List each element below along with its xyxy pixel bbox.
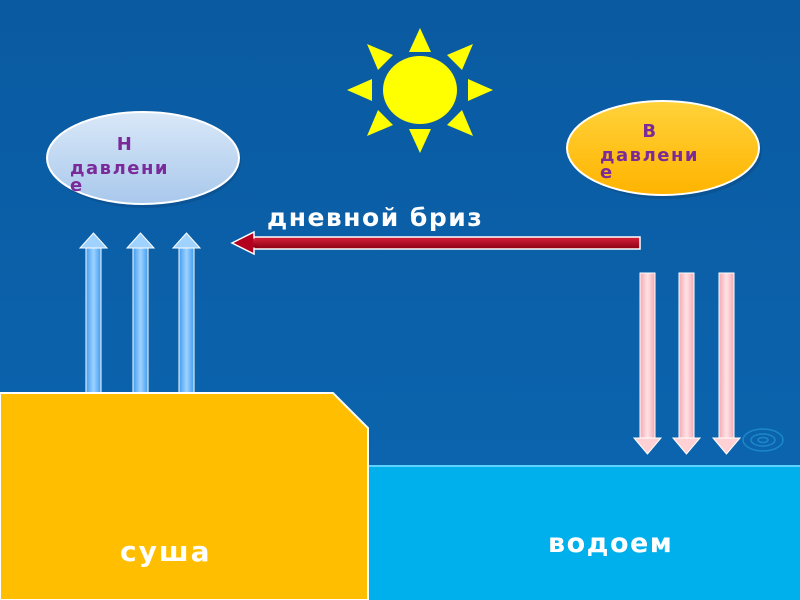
sinking-arrow: [711, 272, 742, 455]
low-pressure-word-end: е: [70, 175, 84, 196]
breeze-arrow: [230, 230, 641, 256]
high-pressure-word: давлени: [600, 145, 700, 166]
high-pressure-word-end: е: [600, 162, 614, 183]
low-pressure-letter: Н: [116, 134, 134, 155]
sun-icon: [347, 28, 493, 153]
low-pressure-word: давлени: [70, 158, 170, 179]
sinking-arrow: [632, 272, 663, 455]
high-pressure-letter: В: [642, 121, 658, 142]
rising-air-arrows: [78, 232, 202, 408]
rising-arrow: [78, 232, 109, 408]
high-pressure-ellipse: [566, 100, 762, 199]
low-pressure-label: Н давлени е: [70, 133, 190, 198]
rising-arrow: [171, 232, 202, 408]
high-pressure-label: В давлени е: [600, 120, 720, 185]
breeze-label: дневной бриз: [267, 203, 484, 232]
sinking-arrow: [671, 272, 702, 455]
water-label: водоем: [548, 528, 674, 559]
rising-arrow: [125, 232, 156, 408]
land-block: [0, 392, 369, 600]
sinking-air-arrows: [632, 272, 742, 455]
water-body: [366, 466, 800, 600]
low-pressure-ellipse: [46, 111, 241, 208]
land-label: суша: [120, 535, 212, 568]
water-ripple-icon: [742, 428, 784, 452]
